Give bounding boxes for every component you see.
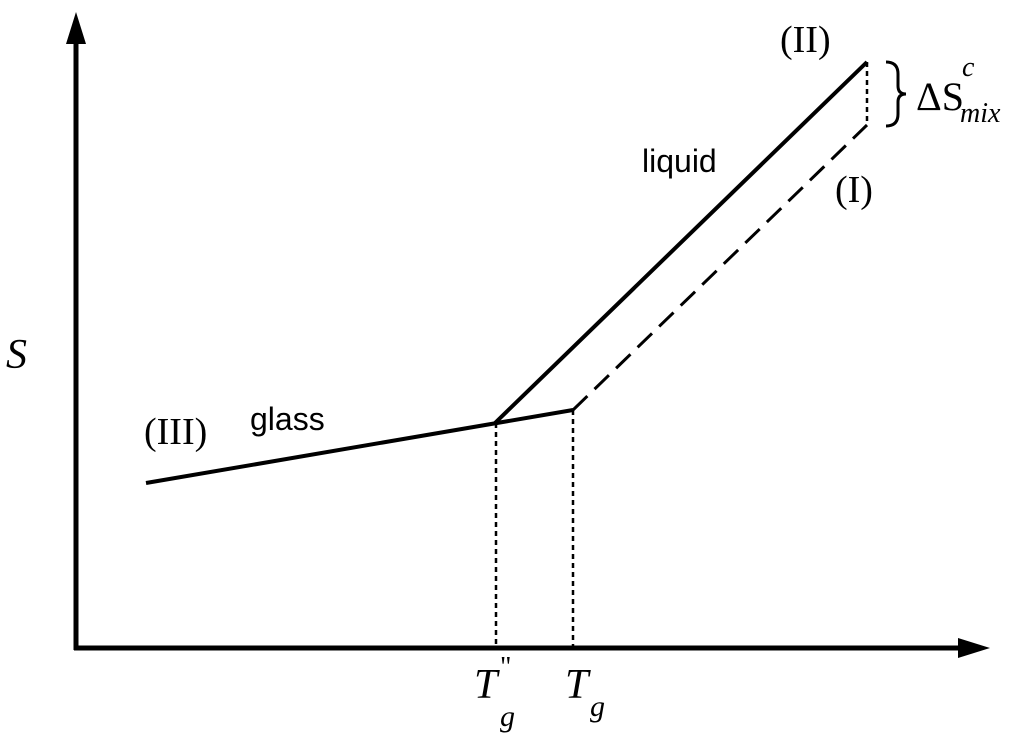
glass-label: glass (250, 401, 325, 437)
liquid-line-I-dashed (571, 123, 869, 412)
liquid-label: liquid (642, 143, 717, 179)
tick-tg-base: T (565, 662, 591, 708)
tick-tg-double-prime: T " g (474, 640, 522, 733)
x-axis-arrowhead (958, 638, 990, 658)
roman-I-label: (I) (835, 169, 873, 211)
delta-s-superscript: c (962, 52, 975, 83)
roman-III-label: (III) (144, 411, 207, 453)
y-axis-label: S (6, 332, 27, 378)
tick-tg: T g (565, 662, 605, 723)
y-axis-arrowhead (66, 12, 86, 44)
tick-tg-double-prime-superscript: " (500, 652, 511, 683)
tick-tg-double-prime-subscript: g (500, 700, 515, 733)
tick-tg-subscript: g (590, 690, 605, 723)
delta-s-subscript: mix (960, 98, 1001, 129)
roman-II-label: (II) (780, 19, 831, 61)
delta-s-symbol: ΔS (916, 74, 964, 119)
axes (66, 12, 990, 658)
delta-s-mix-annotation: ΔS c mix (916, 40, 1001, 129)
glass-line (145, 408, 574, 485)
tick-tg-double-prime-base: T (474, 662, 500, 708)
liquid-line-II (493, 60, 869, 425)
delta-s-brace (885, 60, 907, 128)
curves (145, 60, 869, 648)
